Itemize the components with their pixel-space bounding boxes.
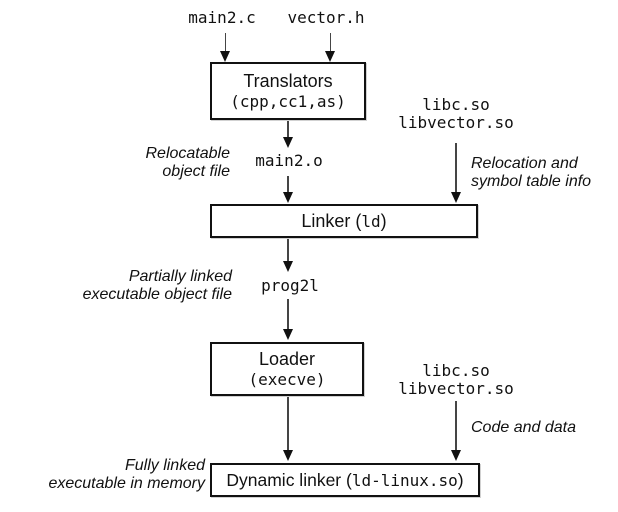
translators-title: Translators: [243, 71, 333, 91]
note-relocation-line1: Relocation and: [471, 155, 578, 172]
dynamic-linker-box: Dynamic linker (ld-linux.so): [210, 463, 480, 497]
note-relocation-symbol-info: Relocation and symbol table info: [471, 155, 591, 190]
translators-tools: (cpp,cc1,as): [230, 92, 346, 111]
lib-libvector-bottom: libvector.so: [398, 378, 514, 398]
file-label-vectorh: vector.h: [287, 8, 365, 27]
dynamic-linker-title: Dynamic linker (ld-linux.so): [226, 469, 463, 491]
lib-libc-top: libc.so: [422, 95, 490, 114]
lib-libc-bottom: libc.so: [422, 361, 490, 380]
note-relocatable-line2: object file: [162, 162, 230, 180]
linker-title: Linker (ld): [301, 210, 386, 232]
shared-libs-top: libc.so libvector.so: [398, 96, 514, 131]
file-label-main2c: main2.c: [188, 8, 256, 27]
file-label-main2o: main2.o: [255, 151, 323, 170]
note-fully-linked: Fully linked executable in memory: [48, 457, 205, 492]
linker-box: Linker (ld): [210, 204, 478, 238]
note-fully-line1: Fully linked: [124, 457, 205, 474]
note-partially-linked: Partially linked executable object file: [83, 268, 232, 303]
translators-box: Translators (cpp,cc1,as): [210, 62, 366, 120]
linker-title-prefix: Linker (: [301, 211, 362, 231]
note-relocatable-object-file: Relocatable object file: [146, 145, 231, 180]
loader-code: (execve): [248, 370, 326, 389]
note-partially-line1: Partially linked: [128, 268, 232, 285]
file-label-prog2l: prog2l: [261, 276, 319, 295]
note-code-and-data: Code and data: [471, 419, 576, 436]
dynamic-linker-title-code: ld-linux.so: [351, 471, 458, 490]
note-fully-line2: executable in memory: [48, 474, 205, 492]
linker-title-suffix: ): [380, 211, 387, 231]
note-partially-line2: executable object file: [82, 285, 232, 303]
shared-libs-bottom: libc.so libvector.so: [398, 362, 514, 397]
note-relocatable-line1: Relocatable: [145, 145, 231, 162]
note-relocation-line2: symbol table info: [471, 172, 592, 190]
dynamic-linker-title-prefix: Dynamic linker (: [226, 470, 352, 490]
lib-libvector-top: libvector.so: [398, 112, 514, 132]
loader-box: Loader (execve): [210, 342, 364, 396]
linker-title-code: ld: [361, 212, 381, 231]
loader-title: Loader: [258, 349, 316, 369]
dynamic-linker-title-suffix: ): [457, 470, 464, 490]
